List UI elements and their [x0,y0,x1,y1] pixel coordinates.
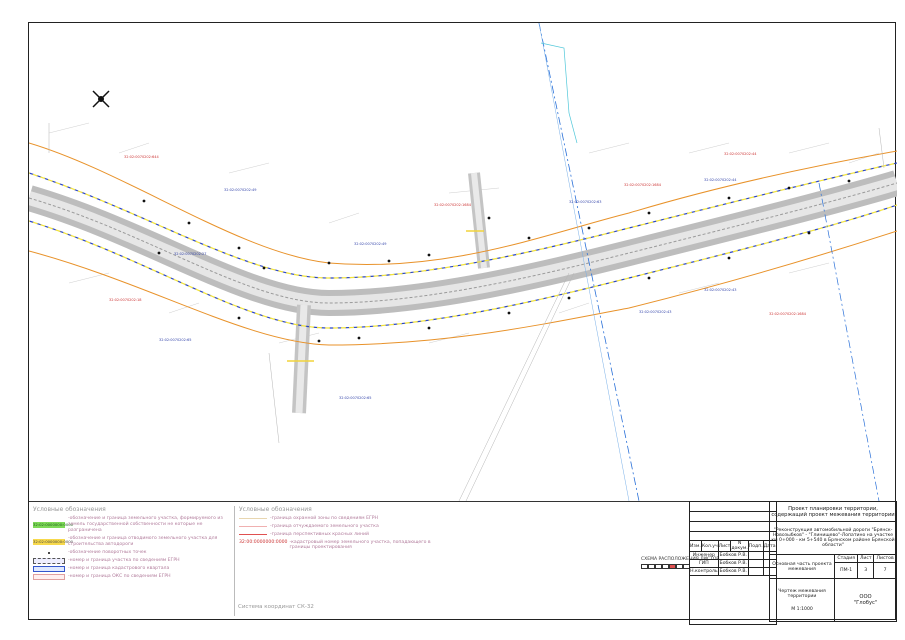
legend-text: -номер и граница ОКС по сведениям ЕГРН [68,574,171,579]
legend-text: -номер и граница кадастрового квартала [68,566,170,571]
drawing-name: Чертеж межевания территории [778,588,826,599]
cad-label: 32:02:0070202:43 [639,310,672,314]
legend-line [239,526,267,527]
legend-item: 32:02:0000000:0000 -обозначение и границ… [33,516,231,534]
point-icon [33,550,65,556]
crossing-markers [287,230,484,362]
cad-label: 32:02:0070202:44 [704,178,737,182]
sheet-value: 3 [857,562,875,579]
legend-item: -номер и граница ОКС по сведениям ЕГРН [33,574,231,580]
header-cell: N докум. [730,540,749,552]
drawing-name-cell: Чертеж межевания территории М 1:1000 [769,578,835,622]
legend-title: Условные обозначения [239,506,312,513]
legend-text: -кадастровый номер земельного участка, п… [289,540,431,550]
legend-title: Условные обозначения [33,506,106,513]
side-road-left [292,304,311,414]
legend-item: -граница отчуждаемого земельного участка [239,524,439,529]
header-cell: Изм. [689,540,702,552]
object-title: "Реконструкция автомобильной дороги "Бря… [769,521,897,555]
legend-item: 32:00:0000000:0000 -кадастровый номер зе… [239,540,439,550]
cad-label: 32:02:0070202:63 [569,200,602,204]
legend-area: Условные обозначения 32:02:0000000:0000 … [29,501,689,620]
legend-item: -номер и граница кадастрового квартала [33,566,231,572]
title-block: Изм. Кол.уч Лист N докум. Подп. Дата Инж… [689,501,897,625]
legend-line [239,518,267,519]
signature-cell [747,559,764,568]
survey-drawing: 32:02:0070202:644 32:02:0070202:1684 32:… [29,23,897,501]
signature-cell [747,567,764,576]
name-cell: Бобков Р.В. [717,551,749,560]
cad-label: 32:02:0070202:65 [339,396,372,400]
stage-value: ПМ-1 [833,562,859,579]
legend-swatch-yellow: 32:02:0000000:0000 [33,539,74,545]
header-cell: Подп. [747,540,764,552]
section-title: Основная часть проекта межевания [769,554,835,579]
signature-cell [747,551,764,560]
cad-label: 32:02:0070202:27 [174,252,207,256]
legend-primary: Условные обозначения 32:02:0000000:0000 … [33,506,231,616]
legend-item: 32:02:0000000:0000 -обозначение и границ… [33,536,231,548]
scheme-label: СХЕМА РАСПОЛОЖЕНИЯ ЛИСТОВ [641,557,720,562]
organization-prefix: ООО [859,594,872,600]
north-arrow-icon [92,90,110,108]
legend-text: -граница охранной зоны по сведениям ЕГРН [270,516,379,521]
cad-label: 32:02:0070202:1684 [769,312,807,316]
organization-cell: ООО "Глобус" [834,578,897,622]
cad-label: 32:02:0070202:65 [159,338,192,342]
organization-name: "Глобус" [853,600,878,606]
legend-swatch-quarter [33,566,65,572]
stage-header: Лист [857,554,875,563]
cad-label: 32:02:0070202:1684 [434,203,472,207]
name-cell: Бобков Р.В. [717,559,749,568]
turning-points [142,179,851,343]
legend-swatch-parcel [33,558,65,564]
header-cell: Кол.уч [700,540,719,552]
project-title: Проект планировки территории, содержащий… [769,501,897,522]
legend-swatch-green: 32:02:0000000:0000 [33,522,74,528]
legend-text: -граница отчуждаемого земельного участка [270,524,379,529]
cadastral-line [538,23,880,501]
name-cell: Бобков Р.В. [717,567,749,576]
stage-header: Стадия [833,554,859,563]
role-cell: Инженер [689,551,719,560]
legend-code: 32:00:0000000:0000 [239,540,288,545]
legend-text: -граница перспективных красных линий [270,532,369,537]
legend-text: -обозначение и граница земельного участк… [68,516,223,533]
legend-text: -обозначение и граница отводимого земель… [68,536,218,547]
legend-text: -номер и граница участка по сведениям ЕГ… [68,558,180,563]
legend-item: -граница перспективных красных линий [239,532,439,537]
cad-label: 32:02:0070202:18 [109,298,142,302]
drawing-sheet: 32:02:0070202:644 32:02:0070202:1684 32:… [28,22,897,625]
role-cell: ГИП [689,559,719,568]
header-cell: Лист [717,540,732,552]
cad-label: 32:02:0070202:644 [124,155,159,159]
stage-header: Листов [873,554,897,563]
legend-item: -номер и граница участка по сведениям ЕГ… [33,558,231,564]
role-cell: Н.контроль [689,567,719,576]
sheet-layout-scheme: СХЕМА РАСПОЛОЖЕНИЯ ЛИСТОВ [641,557,720,569]
legend-text: -обозначение поворотных точек [68,550,147,555]
allotment-boundary [29,162,897,329]
road-corridor [29,170,897,317]
cadastral-labels: 32:02:0070202:644 32:02:0070202:1684 32:… [109,152,807,400]
drawing-scale: М 1:1000 [791,606,813,612]
title-table: Проект планировки территории, содержащий… [769,501,897,622]
legend-line [239,534,267,535]
cad-label: 32:02:0070202:44 [724,152,757,156]
red-lines [29,142,897,346]
cad-label: 32:02:0070202:49 [224,188,257,192]
scheme-grid [641,564,720,569]
cad-label: 32:02:0070202:1684 [624,183,662,187]
sheets-value: 7 [873,562,897,579]
legend-item: -обозначение поворотных точек [33,550,231,556]
side-road-middle [468,172,490,269]
cad-label: 32:02:0070202:43 [704,288,737,292]
revision-table: Изм. Кол.уч Лист N докум. Подп. Дата Инж… [689,501,777,625]
legend-secondary: Условные обозначения -граница охранной з… [234,506,439,616]
engineering-lines [48,123,885,501]
cad-label: 32:02:0070202:49 [354,242,387,246]
legend-swatch-oks [33,574,65,580]
legend-item: -граница охранной зоны по сведениям ЕГРН [239,516,439,521]
coordinate-system: Система координат СК-32 [238,604,314,610]
